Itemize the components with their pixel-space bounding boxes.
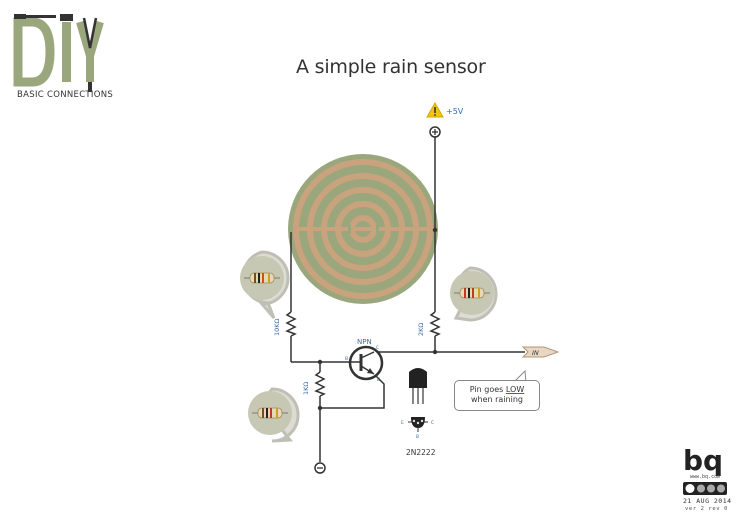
resistor-1k [314, 371, 326, 397]
resistor-bubble-1k [248, 387, 300, 443]
pkg-c-label: C [431, 420, 434, 426]
pin-e-label: E [377, 377, 380, 383]
note-emph: LOW [505, 385, 525, 394]
brand-date: 21 AUG 2014 [683, 497, 732, 505]
callout-note: Pin goes LOW when raining [454, 380, 540, 411]
pkg-e-label: E [401, 420, 404, 426]
resistor-bubble-10k [240, 250, 290, 319]
logo-subtitle: BASIC CONNECTIONS [17, 90, 114, 100]
pin-c-label: C [376, 345, 379, 351]
r-bottom-label: 1KΩ [302, 382, 310, 395]
r-top-left-label: 10KΩ [273, 318, 281, 336]
pin-b-label: B [345, 356, 348, 362]
vcc-terminal-icon [429, 126, 441, 138]
note-post: when raining [470, 395, 523, 404]
r-top-right-label: 2KΩ [417, 323, 425, 336]
diy-logo [10, 8, 120, 108]
transistor-package-icon [408, 368, 428, 432]
bq-logo: bq [683, 444, 723, 477]
cc-license-badge [683, 482, 727, 495]
npn-label: NPN [357, 338, 372, 346]
warning-icon [426, 101, 444, 118]
brand-url: www.bq.com [690, 474, 721, 480]
brand-version: ver 2 rev 0 [685, 506, 729, 512]
rain-sensor-board [288, 154, 438, 304]
output-label: IN [532, 349, 539, 357]
output-arrow-icon [521, 346, 560, 358]
resistor-bubble-2k [450, 266, 498, 322]
svg-text:bq: bq [683, 444, 723, 477]
page-title: A simple rain sensor [296, 56, 486, 78]
resistor-2k [429, 311, 441, 337]
note-pre: Pin goes [469, 385, 506, 394]
pkg-b-label: B [416, 434, 419, 440]
npn-transistor-icon [348, 345, 384, 381]
vcc-label: +5V [446, 107, 464, 116]
resistor-10k [285, 311, 297, 337]
part-label: 2N2222 [406, 448, 436, 457]
ground-terminal-icon [314, 462, 326, 474]
